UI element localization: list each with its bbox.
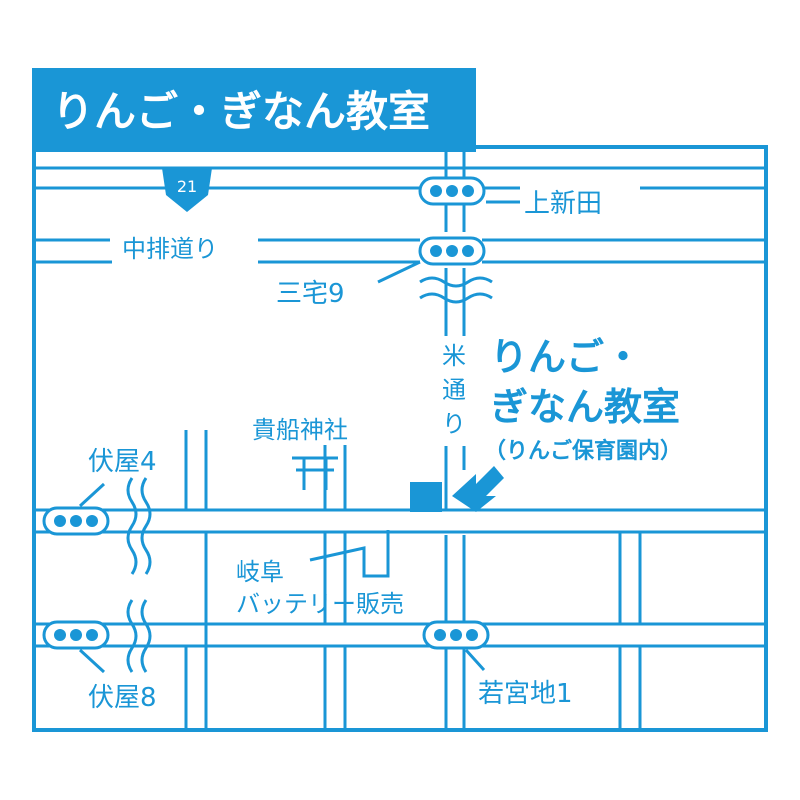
road-kome-line3: り (442, 410, 466, 438)
place-fuseya4: 伏屋4 (88, 447, 157, 477)
place-gifu-battery-line1: 岐阜 (236, 558, 284, 586)
road-label-bg (112, 228, 258, 268)
road-nakahai-label: 中排道り (122, 235, 218, 263)
road-kome-line1: 米 (442, 342, 466, 370)
river-symbol (126, 276, 493, 673)
traffic-light-fuseya8 (42, 620, 110, 650)
leader-lines (78, 200, 520, 674)
place-kifune-shrine: 貴船神社 (252, 416, 348, 444)
route-number: 21 (177, 177, 197, 196)
destination-square-marker-icon (410, 482, 442, 512)
place-kamishinden: 上新田 (524, 189, 602, 219)
place-wakamiyachi1: 若宮地1 (478, 679, 573, 709)
traffic-light-miyake9 (418, 236, 486, 266)
roads (34, 147, 766, 730)
place-gifu-battery-line2: バッテリー販売 (236, 590, 404, 618)
destination-note: （りんご保育園内） (484, 438, 682, 464)
destination-name-line2: ぎなん教室 (490, 385, 680, 429)
road-label-bg-vertical (428, 336, 468, 446)
destination-name-line1: りんご・ (490, 335, 642, 379)
place-fuseya8: 伏屋8 (88, 683, 157, 713)
road-kome-line2: 通 (442, 376, 466, 404)
pointer-arrow-icon (452, 466, 504, 512)
torii-shrine-icon (292, 456, 338, 490)
place-label-bg (520, 176, 640, 216)
map-title: りんご・ぎなん教室 (52, 87, 430, 136)
traffic-light-kamishinden (418, 176, 486, 206)
traffic-light-wakamiyachi1 (422, 620, 490, 650)
place-miyake9: 三宅9 (276, 279, 345, 309)
title-bar-tab-frame (32, 68, 476, 152)
route-21-shield-icon: 21 (162, 168, 212, 212)
traffic-light-fuseya4 (42, 506, 110, 536)
title-bar (34, 70, 474, 150)
